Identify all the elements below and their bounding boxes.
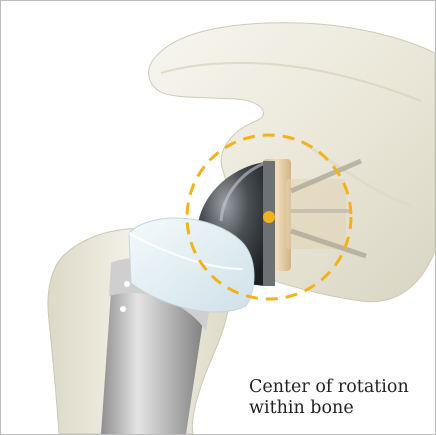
caption-line-1: Center of rotation	[249, 377, 429, 398]
center-of-rotation-dot	[263, 211, 275, 223]
caption-line-2: within bone	[249, 398, 429, 419]
caption: Center of rotation within bone	[249, 377, 429, 419]
